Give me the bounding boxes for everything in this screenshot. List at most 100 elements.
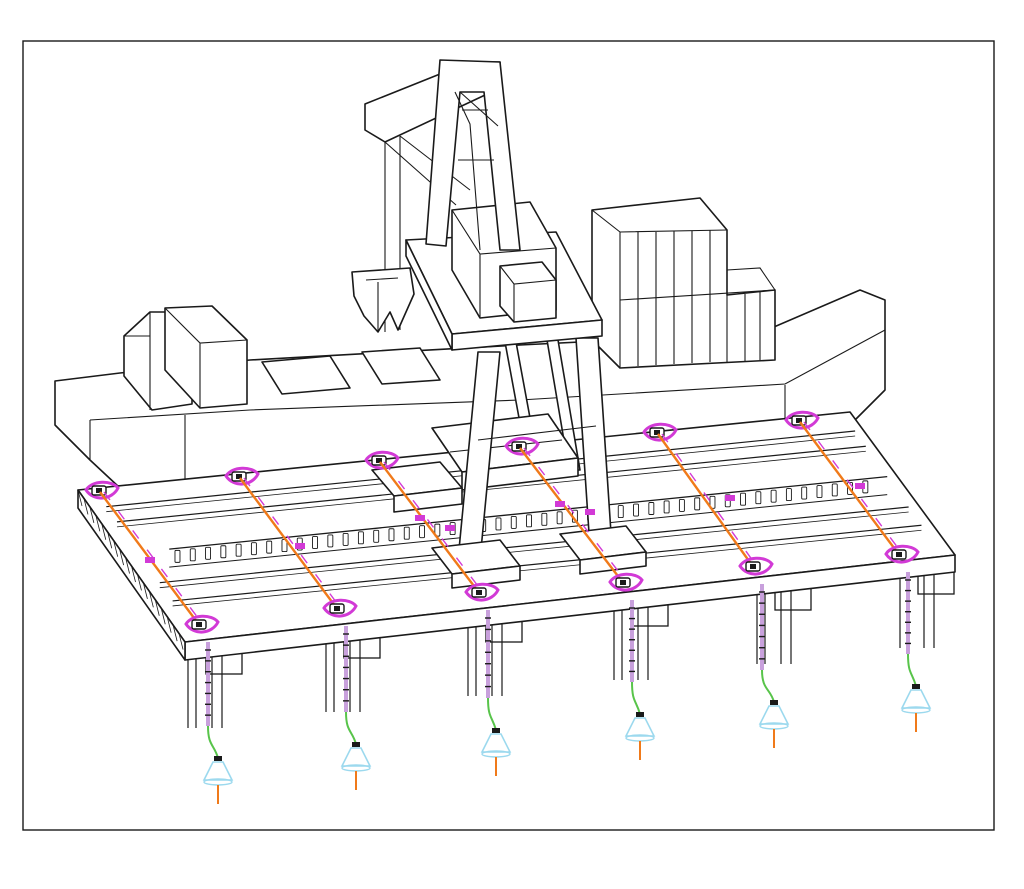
- deck-cable-marker: [803, 421, 905, 557]
- sensor-loop: [364, 450, 400, 470]
- deck-edge-hatch: [143, 582, 148, 599]
- fender-unit: [785, 488, 792, 502]
- grab-bucket: [351, 267, 415, 333]
- fender-unit: [801, 486, 808, 500]
- pile-sensor-6: [884, 544, 920, 564]
- sensor-wire: [487, 697, 497, 731]
- sensor-core: [896, 552, 902, 557]
- sensor-core: [654, 430, 660, 435]
- deck-cable-marker: [243, 477, 343, 611]
- fender-unit: [633, 503, 639, 517]
- fender-unit: [556, 511, 563, 525]
- sensor-wire: [631, 681, 641, 715]
- sensor-core: [96, 488, 102, 493]
- sensor-buoy: [900, 689, 932, 709]
- sensor-clamp: [912, 684, 920, 689]
- sensor-loop: [784, 410, 820, 430]
- fender-unit: [205, 546, 212, 560]
- deck-edge-hatch: [166, 616, 172, 633]
- deck-cable: [379, 461, 481, 595]
- fender-unit: [510, 515, 517, 529]
- deck-cable-marker: [661, 433, 759, 569]
- deck-edge-hatch: [137, 574, 142, 591]
- fender-unit: [189, 548, 196, 562]
- deck-sensor-back-1: [84, 480, 120, 500]
- fender-unit: [770, 489, 777, 503]
- crane-rail-4: [172, 524, 922, 602]
- fender-unit: [357, 531, 364, 545]
- sensor-buoy: [202, 761, 234, 781]
- deck-sensor-mid-3: [445, 525, 455, 531]
- pile-sensor-5: [738, 556, 774, 576]
- sensor-core: [750, 564, 756, 569]
- fender-unit: [312, 536, 319, 549]
- deck-sensor-back-5: [642, 422, 678, 442]
- pile-sensor-2: [322, 598, 358, 618]
- sensor-core: [236, 474, 242, 479]
- sensor-buoy: [624, 717, 656, 737]
- sensor-clamp: [214, 756, 222, 761]
- sensor-loop: [464, 582, 500, 602]
- deck-cable: [799, 421, 901, 557]
- deck-cable: [239, 477, 339, 611]
- sensor-loop: [608, 572, 644, 592]
- fender-beam-lower: [169, 494, 888, 568]
- deck-cable: [519, 447, 625, 585]
- deck-edge-hatch: [77, 489, 83, 507]
- deck-cable-marker: [383, 461, 485, 595]
- ship-container-stack: [591, 197, 776, 369]
- fender-unit: [541, 512, 548, 526]
- fender-unit: [816, 485, 823, 498]
- sensor-core: [620, 580, 626, 585]
- crane-boom: [351, 61, 501, 333]
- ship-hatch-1: [261, 355, 351, 395]
- deck-sensor-back-3: [364, 450, 400, 470]
- sensor-clamp: [770, 700, 778, 705]
- deck-cable: [657, 433, 755, 569]
- deck-edge-hatch: [119, 549, 124, 566]
- fender-unit: [327, 534, 334, 548]
- crane-rail-2-edge: [116, 450, 866, 528]
- sensor-clamp: [352, 742, 360, 747]
- fender-unit: [373, 529, 380, 543]
- deck-edge-hatch: [172, 625, 178, 642]
- deck-cable-marker: [103, 491, 205, 627]
- pile-sensor-4: [608, 572, 644, 592]
- crane-rail-3-edge: [159, 511, 909, 589]
- deck-edge-hatch: [178, 633, 184, 650]
- fender-unit: [388, 528, 395, 542]
- sensor-buoy: [480, 733, 512, 753]
- fender-unit: [831, 483, 838, 497]
- sensor-buoy: [758, 705, 790, 725]
- deck-sensor-mid-7: [415, 515, 425, 521]
- deck-sensor-back-4: [504, 436, 540, 456]
- sensor-loop: [504, 436, 540, 456]
- deck-edge-hatch: [131, 565, 136, 583]
- crane-a-frame: [425, 59, 521, 251]
- fender-unit: [694, 497, 701, 511]
- deck-sensor-back-2: [224, 466, 260, 486]
- fender-unit: [250, 542, 257, 556]
- sensor-clamp: [492, 728, 500, 733]
- deck-sensor-mid-2: [295, 543, 305, 549]
- deck-sensor-back-6: [784, 410, 820, 430]
- fender-unit: [678, 498, 685, 512]
- sensor-core: [334, 606, 340, 611]
- sensor-loop: [84, 480, 120, 500]
- fender-unit: [740, 492, 746, 506]
- sensor-buoy: [340, 747, 372, 767]
- deck-edge-hatch: [95, 515, 101, 532]
- deck-sensor-mid-1: [145, 557, 155, 563]
- deck-edge-hatch: [107, 532, 113, 549]
- fender-unit: [235, 543, 242, 557]
- deck-sensor-mid-8: [555, 501, 565, 507]
- deck-edge-hatch: [113, 540, 119, 557]
- pile-sensor-3: [464, 582, 500, 602]
- deck-cable-marker: [523, 447, 629, 585]
- sensor-core: [796, 418, 802, 423]
- fender-unit: [174, 549, 181, 563]
- sensor-clamp: [636, 712, 644, 717]
- sensor-wire: [207, 725, 219, 759]
- sensor-loop: [322, 598, 358, 618]
